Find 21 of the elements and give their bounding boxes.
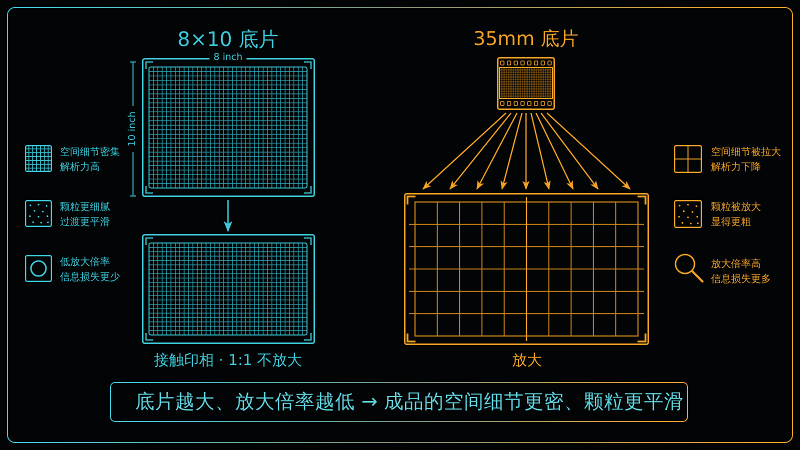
summary-banner: 底片越大、放大倍率越低 → 成品的空间细节更密、颗粒更平滑 bbox=[110, 382, 688, 422]
heading: 35mm 底片 bbox=[473, 28, 579, 51]
arrow bbox=[476, 112, 518, 190]
print-label: 接触印相 · 1:1 不放大 bbox=[154, 351, 302, 369]
print-label: 放大 bbox=[512, 351, 542, 369]
arrow bbox=[535, 112, 574, 190]
legend-text: 颗粒被放大显得更粗 bbox=[711, 200, 761, 230]
legend-text: 低放大倍率信息损失更少 bbox=[60, 256, 120, 285]
heading: 8×10 底片 bbox=[177, 27, 279, 51]
arrow bbox=[546, 112, 631, 190]
arrow bbox=[449, 112, 512, 190]
arrow bbox=[530, 112, 551, 190]
arrow bbox=[522, 113, 530, 190]
legend-text: 空间细节密集解析力高 bbox=[60, 146, 120, 175]
arrow bbox=[422, 112, 506, 190]
arrow bbox=[540, 112, 599, 190]
arrow bbox=[500, 112, 523, 190]
arrow bbox=[224, 200, 232, 232]
legend-text: 放大倍率高信息损失更多 bbox=[711, 258, 771, 287]
legend-text: 颗粒更细腻过渡更平滑 bbox=[60, 200, 110, 230]
legend-text: 空间细节被拉大解析力下降 bbox=[711, 146, 781, 175]
